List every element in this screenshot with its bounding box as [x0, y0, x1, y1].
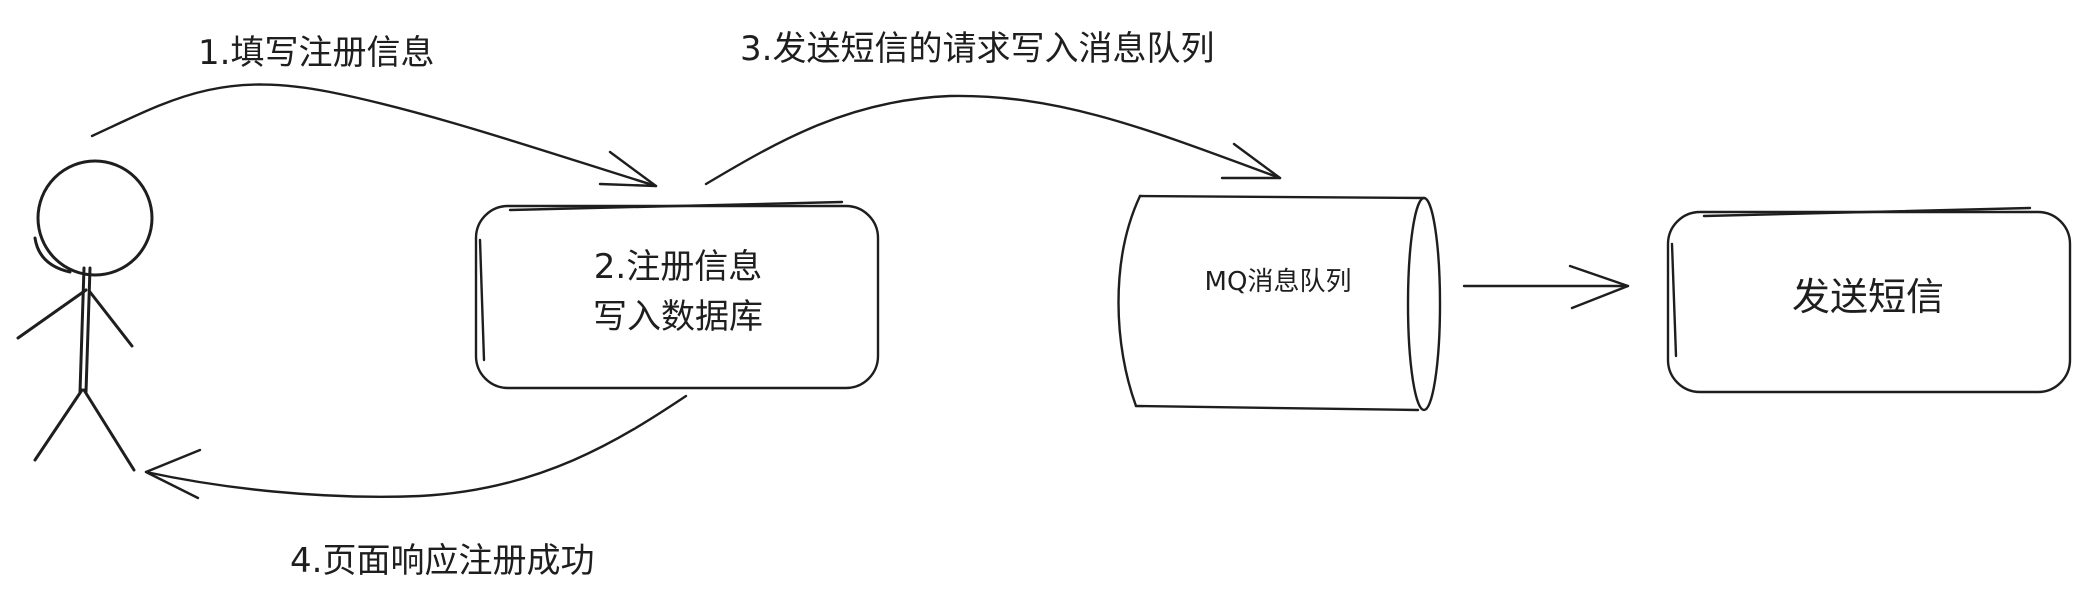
step3-label: 3.发送短信的请求写入消息队列 [740, 29, 1214, 69]
step1-label: 1.填写注册信息 [198, 33, 434, 73]
send-sms-box [1666, 206, 2072, 394]
register-db-label-line2: 写入数据库 [593, 297, 763, 337]
send-sms-label: 发送短信 [1792, 275, 1944, 319]
arrow-step1 [90, 83, 658, 188]
mq-label: MQ消息队列 [1205, 267, 1352, 297]
step4-label: 4.页面响应注册成功 [290, 541, 594, 581]
arrow-step4 [144, 394, 688, 500]
stick-figure-user-icon [16, 159, 154, 472]
arrow-step3 [704, 94, 1282, 186]
arrow-mq-to-sms [1462, 264, 1630, 310]
mq-cylinder [1117, 194, 1442, 412]
register-db-label-line1: 2.注册信息 [594, 247, 762, 287]
register-db-box [474, 200, 880, 390]
